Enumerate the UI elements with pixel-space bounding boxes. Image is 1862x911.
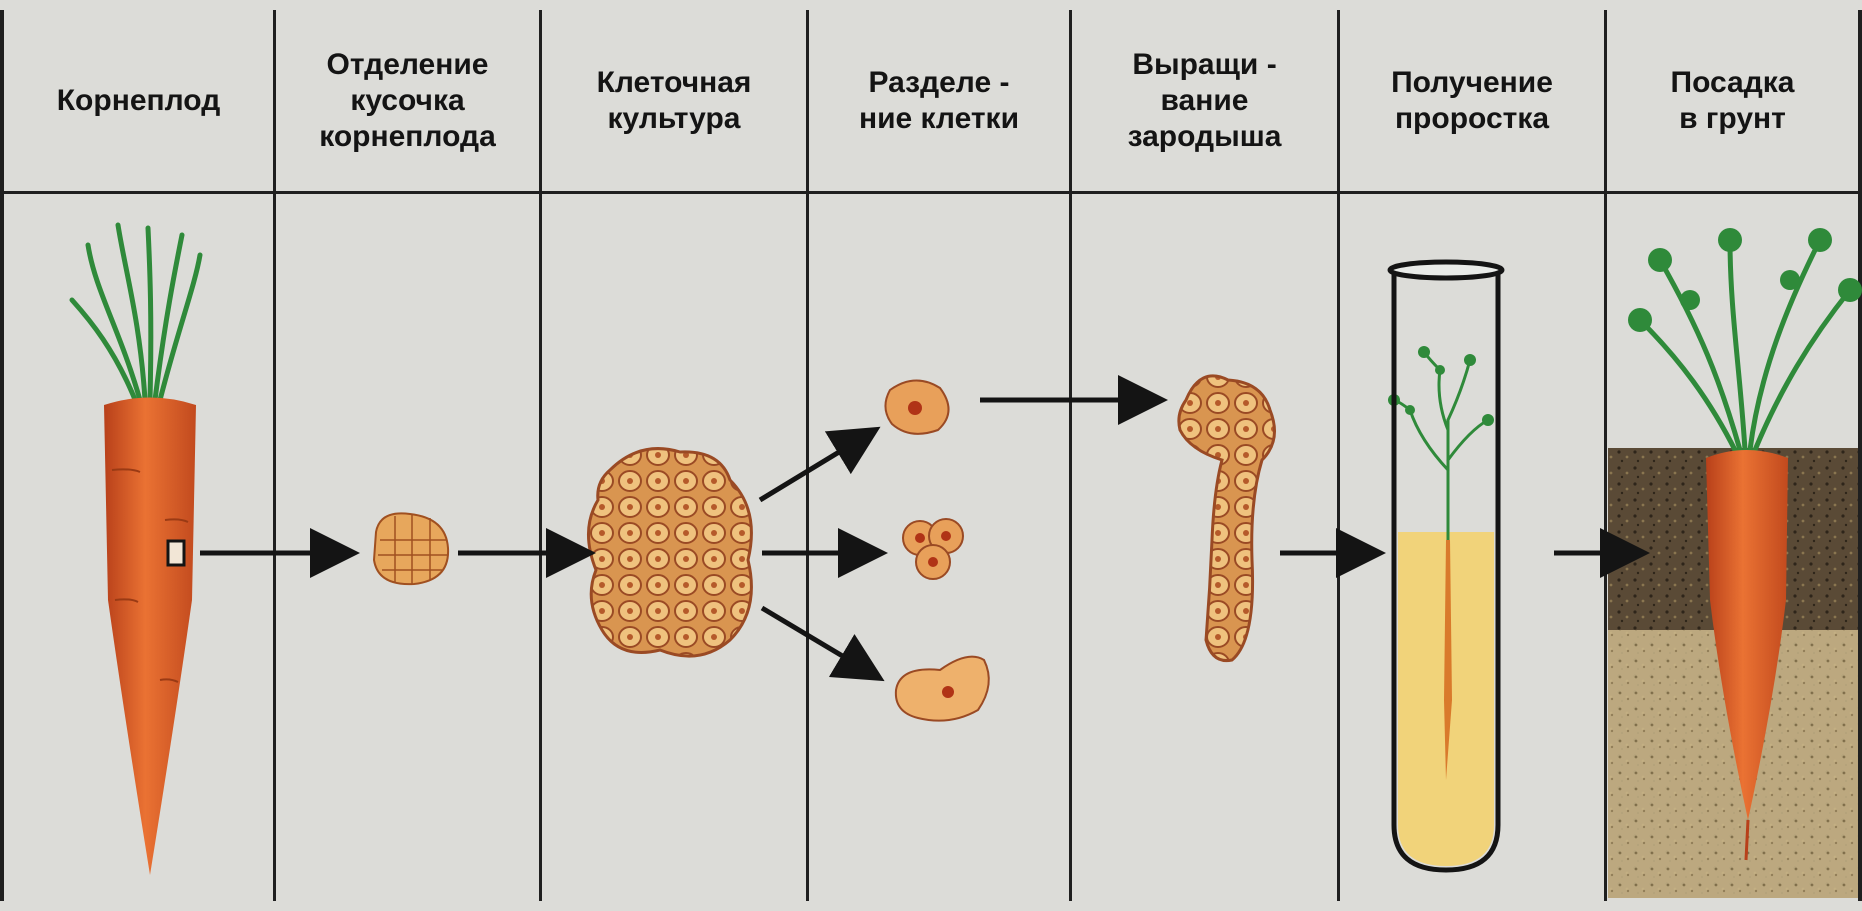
column-body: [276, 194, 539, 901]
column-body: [1340, 194, 1604, 901]
process-table: Корнеплод Отделение кусочка корнеплода К…: [0, 10, 1862, 901]
column-planting: Посадка в грунт: [1607, 10, 1858, 901]
column-body: [809, 194, 1069, 901]
column-header: Корнеплод: [4, 10, 273, 194]
column-body: [4, 194, 273, 901]
column-header: Получение проростка: [1340, 10, 1604, 194]
column-embryo: Выращи - вание зародыша: [1072, 10, 1340, 901]
header-label: Клеточная культура: [597, 65, 752, 137]
header-label: Разделе - ние клетки: [859, 65, 1019, 137]
column-header: Посадка в грунт: [1607, 10, 1858, 194]
header-label: Получение проростка: [1391, 65, 1553, 137]
column-body: [1072, 194, 1337, 901]
column-root: Корнеплод: [4, 10, 276, 901]
column-culture: Клеточная культура: [542, 10, 809, 901]
column-header: Выращи - вание зародыша: [1072, 10, 1337, 194]
column-body: [1607, 194, 1858, 901]
column-header: Клеточная культура: [542, 10, 806, 194]
header-label: Корнеплод: [57, 83, 221, 119]
column-header: Отделение кусочка корнеплода: [276, 10, 539, 194]
column-piece: Отделение кусочка корнеплода: [276, 10, 542, 901]
column-header: Разделе - ние клетки: [809, 10, 1069, 194]
header-label: Отделение кусочка корнеплода: [319, 47, 496, 155]
header-label: Выращи - вание зародыша: [1128, 47, 1282, 155]
column-body: [542, 194, 806, 901]
header-label: Посадка в грунт: [1671, 65, 1795, 137]
column-division: Разделе - ние клетки: [809, 10, 1072, 901]
column-sprout: Получение проростка: [1340, 10, 1607, 901]
